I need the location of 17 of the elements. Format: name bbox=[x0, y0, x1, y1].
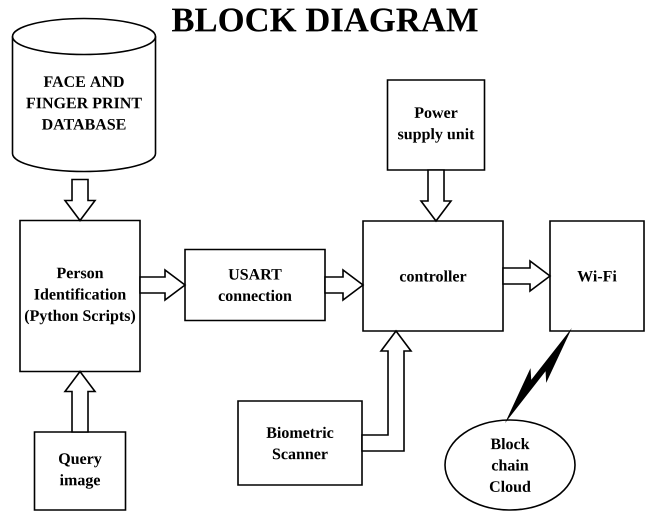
hollow-arrow bbox=[324, 268, 364, 302]
database-cylinder: FACE AND FINGER PRINT DATABASE bbox=[12, 18, 156, 172]
process-box: Person Identification (Python Scripts) bbox=[19, 220, 141, 372]
process-box: Power supply unit bbox=[386, 79, 486, 171]
hollow-arrow bbox=[502, 259, 552, 293]
title: BLOCK DIAGRAM bbox=[172, 8, 478, 32]
input-box: Query image bbox=[34, 431, 126, 511]
controller-box: controller bbox=[362, 220, 504, 332]
hollow-arrow bbox=[419, 169, 453, 222]
hollow-arrow bbox=[139, 268, 186, 302]
node-label: FACE AND FINGER PRINT DATABASE bbox=[26, 76, 142, 130]
hollow-arrow bbox=[63, 178, 97, 222]
hollow-arrow bbox=[63, 370, 97, 433]
input-box: Biometric Scanner bbox=[237, 400, 363, 486]
process-box: Wi-Fi bbox=[549, 220, 645, 332]
process-box: USART connection bbox=[184, 248, 326, 322]
hollow-arrow bbox=[361, 330, 413, 452]
